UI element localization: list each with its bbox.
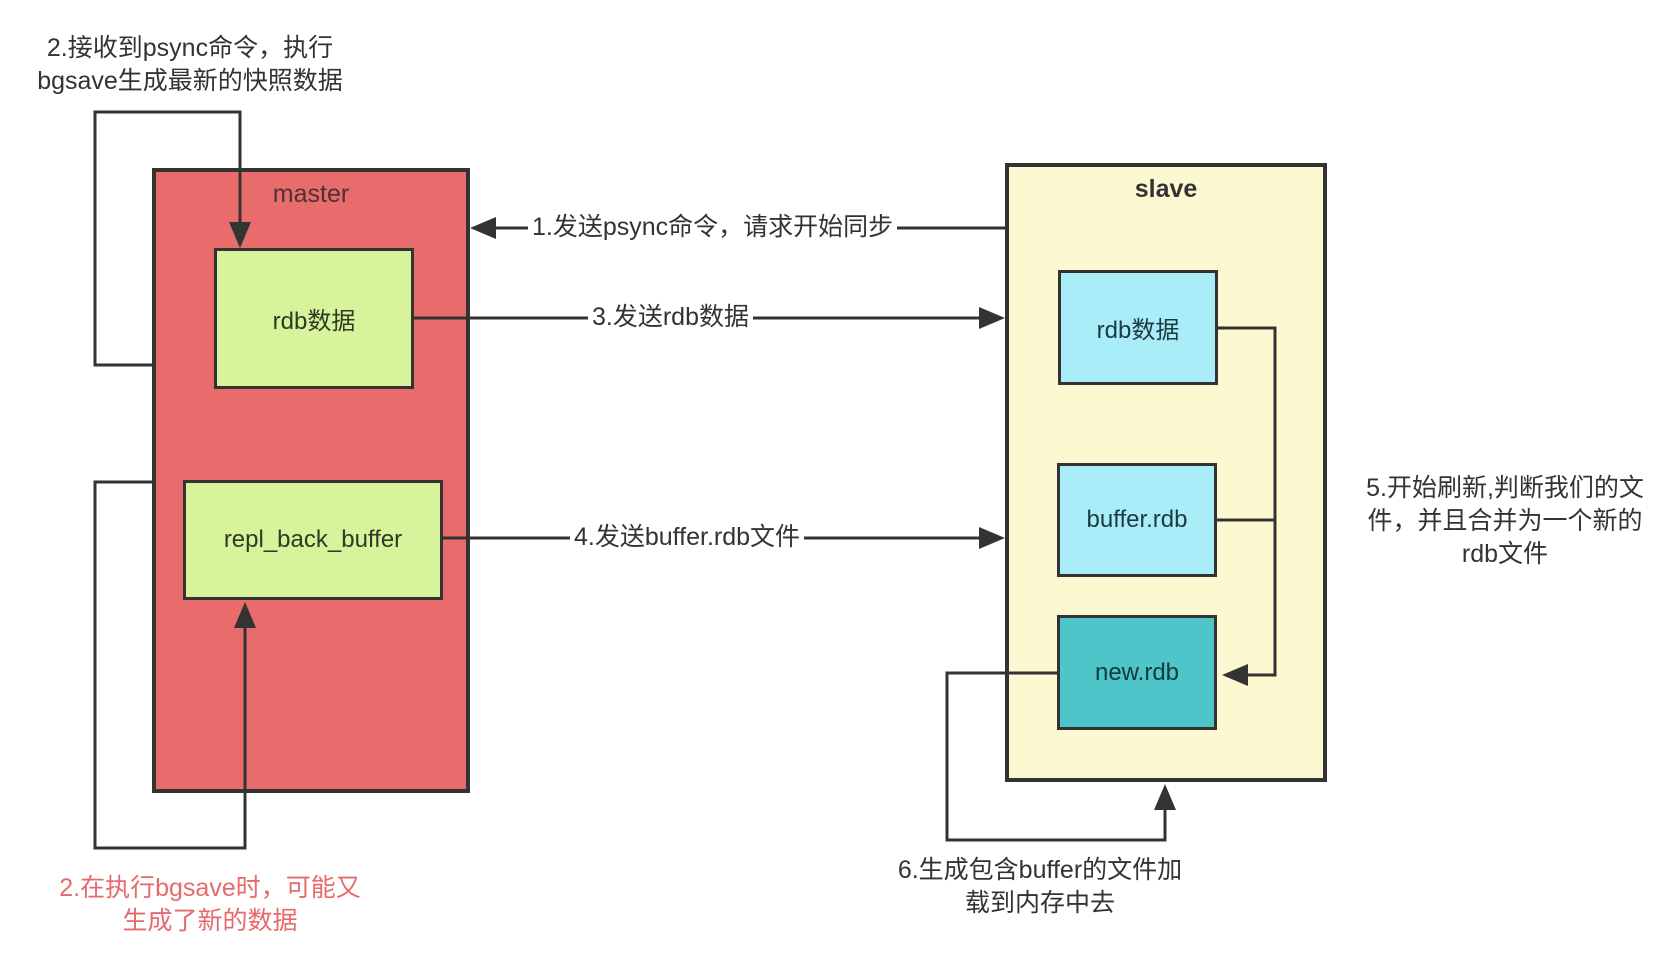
step2-top-note-line1: 2.接收到psync命令，执行 — [46, 34, 334, 62]
step3-arrowhead-right — [979, 307, 1005, 329]
master-node-title: master — [272, 180, 350, 208]
slave-node-title: slave — [1134, 175, 1198, 203]
step2-red-note: 2.在执行bgsave时，可能又 生成了新的数据 — [25, 872, 395, 938]
master-repl-back-buffer-box: repl_back_buffer — [183, 480, 443, 600]
step1-arrow-label: 1.发送psync命令，请求开始同步 — [528, 212, 898, 242]
step4-arrow-label: 4.发送buffer.rdb文件 — [570, 522, 805, 552]
master-rdb-data-label: rdb数据 — [272, 308, 356, 335]
step5-note-line1: 5.开始刷新,判断我们的文 — [1366, 474, 1644, 502]
step2-top-note: 2.接收到psync命令，执行 bgsave生成最新的快照数据 — [10, 32, 370, 98]
slave-buffer-rdb-label: buffer.rdb — [1086, 506, 1188, 533]
slave-rdb-data-label: rdb数据 — [1096, 317, 1180, 344]
step4-arrowhead-right — [979, 527, 1005, 549]
step5-note-line3: rdb文件 — [1461, 540, 1549, 568]
slave-new-rdb-box: new.rdb — [1057, 615, 1217, 730]
step6-arrowhead-up — [1154, 784, 1176, 810]
step6-note-line1: 6.生成包含buffer的文件加 — [897, 856, 1183, 884]
slave-new-rdb-label: new.rdb — [1094, 658, 1180, 686]
step1-arrowhead-left — [470, 217, 496, 239]
step5-note: 5.开始刷新,判断我们的文 件，并且合并为一个新的 rdb文件 — [1335, 472, 1675, 571]
slave-rdb-data-box: rdb数据 — [1058, 270, 1218, 385]
step6-note-line2: 载到内存中去 — [964, 889, 1115, 917]
slave-buffer-rdb-box: buffer.rdb — [1057, 463, 1217, 577]
step2-red-note-line2: 生成了新的数据 — [122, 907, 298, 935]
step3-arrow-label: 3.发送rdb数据 — [588, 302, 753, 332]
master-repl-back-buffer-label: repl_back_buffer — [223, 526, 403, 553]
step2-top-note-line2: bgsave生成最新的快照数据 — [37, 67, 343, 95]
step2-red-note-line1: 2.在执行bgsave时，可能又 — [59, 874, 361, 902]
master-rdb-data-box: rdb数据 — [214, 248, 414, 389]
step5-note-line2: 件，并且合并为一个新的 — [1367, 507, 1643, 535]
step6-note: 6.生成包含buffer的文件加 载到内存中去 — [870, 854, 1210, 920]
